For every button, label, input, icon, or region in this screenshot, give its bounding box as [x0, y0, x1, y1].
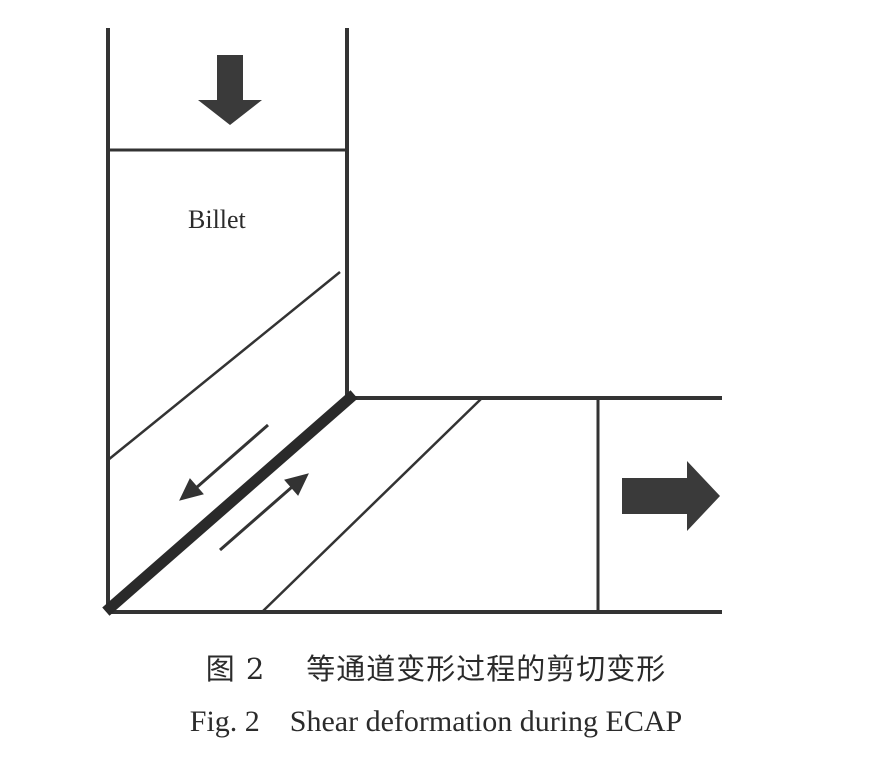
billet-label: Billet: [188, 205, 247, 234]
exit-direction-arrow-right-icon: [622, 461, 720, 531]
figure-caption-chinese: 图 2 等通道变形过程的剪切变形: [205, 652, 667, 686]
figure-caption-english: Fig. 2 Shear deformation during ECAP: [189, 705, 683, 738]
sheared-element-line-upper: [107, 271, 341, 461]
shear-arrow-up-right-icon: [219, 473, 309, 552]
shear-plane: [102, 390, 358, 616]
sheared-element-line-lower: [261, 397, 483, 613]
shear-arrow-down-left-icon: [179, 423, 269, 501]
punch-direction-arrow-down-icon: [198, 55, 262, 125]
ecap-die-diagram: Billet: [102, 28, 722, 616]
